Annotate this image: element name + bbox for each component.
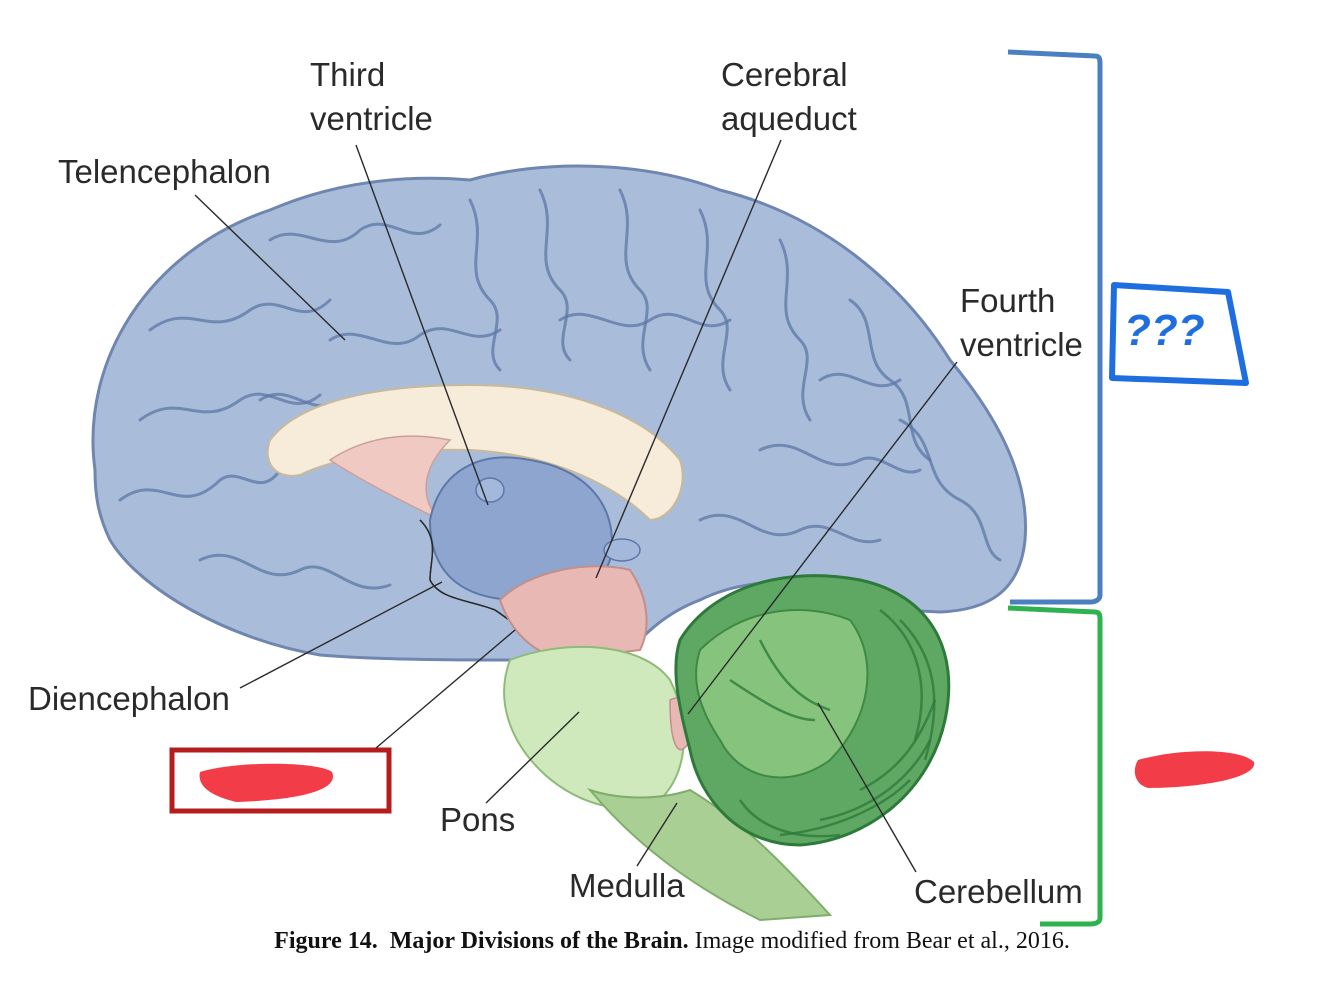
- label-diencephalon: Diencephalon: [28, 680, 230, 717]
- label-medulla: Medulla: [569, 867, 685, 904]
- label-cerebral-aqueduct-2: aqueduct: [721, 100, 857, 137]
- midbrain: [498, 565, 648, 662]
- caption-source: Image modified from Bear et al., 2016.: [694, 928, 1070, 954]
- answer-box: [169, 747, 392, 814]
- hindbrain-bracket: [1007, 605, 1103, 927]
- pons: [503, 645, 685, 809]
- redaction-mark-left: [199, 763, 334, 802]
- label-cerebral-aqueduct-1: Cerebral: [721, 56, 848, 93]
- caption-figure-number: Figure 14.: [274, 928, 378, 954]
- third-ventricle-mark: [475, 477, 505, 503]
- figure-caption: Figure 14. Major Divisions of the Brain.…: [0, 928, 1344, 955]
- cerebellum: [674, 574, 951, 847]
- label-cerebellum: Cerebellum: [914, 873, 1083, 910]
- label-telencephalon: Telencephalon: [58, 153, 271, 190]
- diencephalon-region: [419, 456, 641, 641]
- pineal: [603, 538, 641, 562]
- label-third-ventricle-1: Third: [310, 56, 385, 93]
- label-third-ventricle-2: ventricle: [310, 100, 433, 137]
- label-fourth-ventricle-2: ventricle: [960, 326, 1083, 363]
- label-fourth-ventricle-1: Fourth: [960, 282, 1055, 319]
- fornix: [328, 435, 452, 521]
- structure-labels: Third ventricle Cerebral aqueduct Telenc…: [28, 56, 1083, 910]
- corpus-callosum: [266, 383, 684, 522]
- label-pons: Pons: [440, 801, 515, 838]
- forebrain-bracket: [1007, 49, 1103, 605]
- cerebrum: [91, 164, 1028, 662]
- redaction-mark-right: [1134, 751, 1255, 788]
- medulla: [586, 787, 833, 922]
- caption-title: Major Divisions of the Brain.: [389, 928, 689, 954]
- leader-lines: [194, 139, 958, 873]
- question-annotation: ???: [1109, 282, 1249, 386]
- question-marks-text: ???: [1124, 306, 1205, 355]
